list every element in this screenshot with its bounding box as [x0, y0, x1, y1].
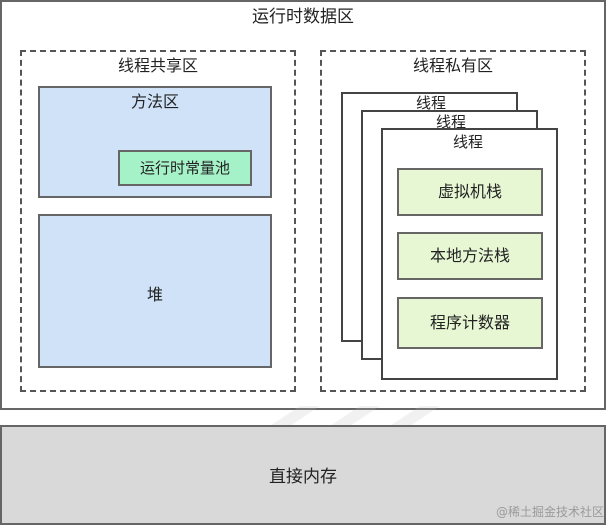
thread-label-back: 线程 — [415, 94, 446, 112]
method-area-title: 方法区 — [130, 92, 179, 111]
thread-private-area-title: 线程私有区 — [412, 56, 493, 75]
source-watermark: @稀土掘金技术社区 — [495, 505, 604, 519]
thread-label-middle: 线程 — [435, 113, 466, 131]
heap-box — [38, 214, 272, 368]
background-watermark-shape — [270, 406, 440, 426]
native-method-stack-box: 本地方法栈 — [397, 232, 543, 280]
direct-memory-area: 直接内存 — [0, 425, 606, 525]
vm-stack-box: 虚拟机栈 — [397, 168, 543, 216]
thread-label-front: 线程 — [452, 133, 483, 151]
runtime-data-area-title: 运行时数据区 — [252, 7, 354, 27]
heap-label: 堆 — [146, 285, 163, 304]
program-counter-box: 程序计数器 — [397, 297, 543, 349]
runtime-constant-pool-box: 运行时常量池 — [118, 150, 252, 186]
thread-shared-area-title: 线程共享区 — [117, 56, 198, 75]
